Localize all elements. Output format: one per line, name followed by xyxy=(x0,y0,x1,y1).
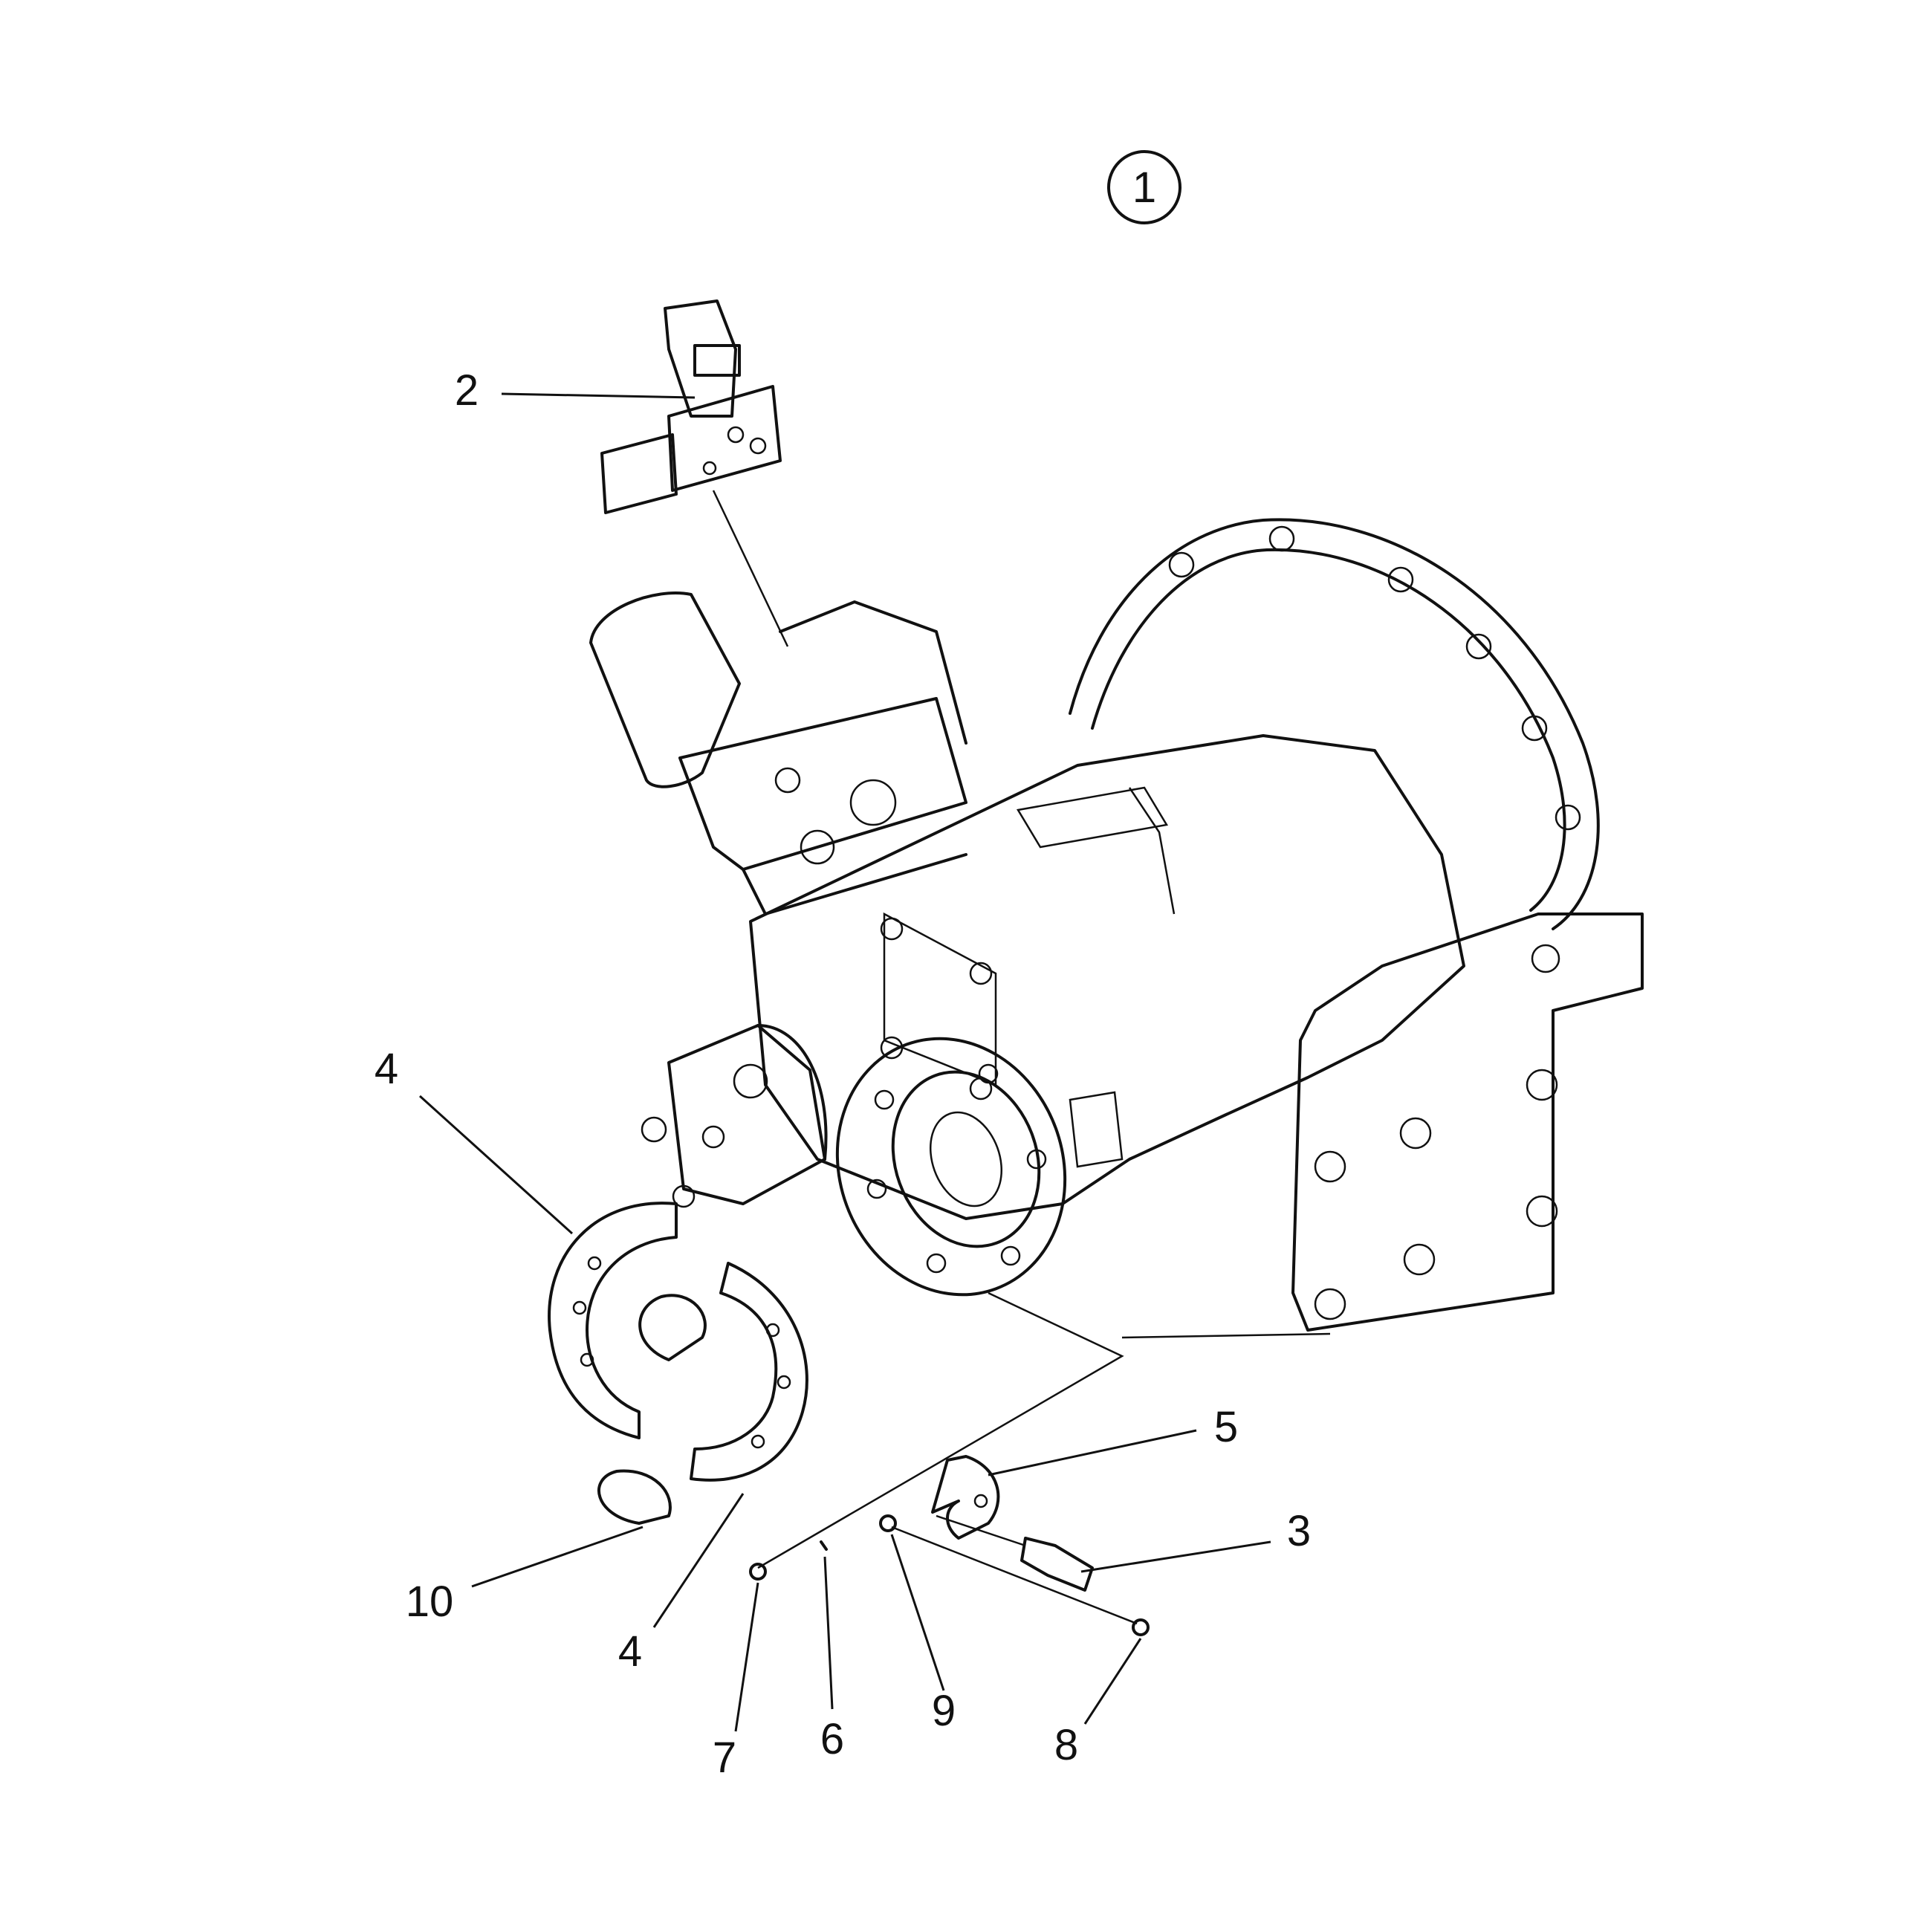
callout-5: 5 xyxy=(1214,1403,1238,1451)
control-valve-block xyxy=(600,299,789,647)
sensor-bracket xyxy=(931,1455,1000,1540)
speed-sensor xyxy=(936,1514,1094,1592)
callout-7: 7 xyxy=(713,1734,736,1782)
callout-8: 8 xyxy=(1054,1721,1078,1769)
callout-3: 3 xyxy=(1287,1507,1311,1555)
hose-clamp-lower xyxy=(597,1469,672,1525)
hose-clamp-upper xyxy=(638,1294,707,1361)
washer xyxy=(820,1540,828,1551)
side-pump xyxy=(641,1024,828,1208)
hydraulic-pump xyxy=(589,591,967,915)
callout-9: 9 xyxy=(932,1687,956,1735)
spacer xyxy=(879,1514,897,1532)
callout-2: 2 xyxy=(455,366,479,415)
transmission-housing xyxy=(749,518,1644,1339)
exploded-axis-lines xyxy=(757,1291,1138,1625)
assembly-callout-label: 1 xyxy=(1132,163,1156,212)
tone-wheel-upper-half xyxy=(548,1202,678,1439)
tone-wheel-lower-half xyxy=(690,1262,808,1482)
output-flange xyxy=(835,1037,1067,1297)
callout-4-lower: 4 xyxy=(618,1627,642,1676)
leader-lines xyxy=(418,392,1271,1732)
assembly-callout: 1 xyxy=(1107,150,1181,224)
hex-nut xyxy=(749,1563,767,1581)
callout-4-upper: 4 xyxy=(375,1045,398,1093)
hex-bolt xyxy=(1132,1618,1150,1636)
callout-6: 6 xyxy=(820,1715,844,1763)
callout-10: 10 xyxy=(406,1578,454,1626)
